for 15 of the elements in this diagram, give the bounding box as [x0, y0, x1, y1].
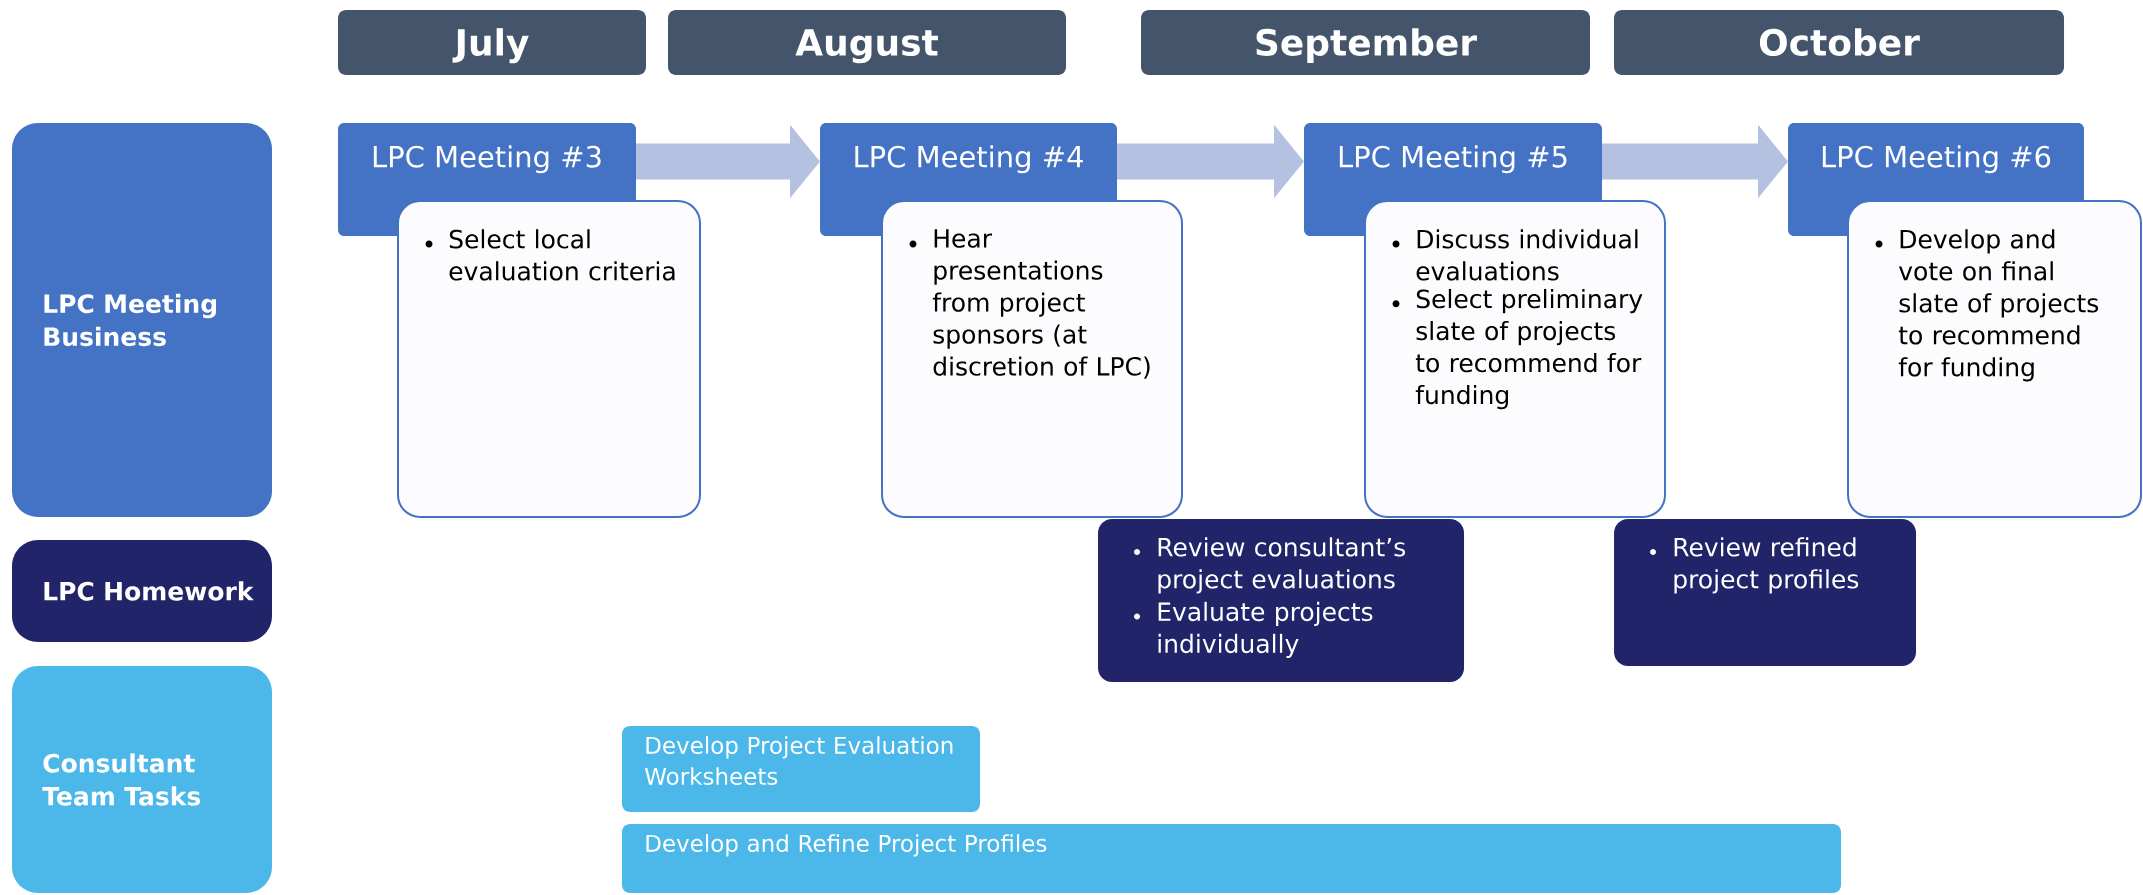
month-header: September: [1141, 10, 1590, 75]
month-header: July: [338, 10, 646, 75]
task-bar: Develop and Refine Project Profiles: [622, 824, 1841, 893]
month-header: October: [1614, 10, 2065, 75]
agenda-card: Discuss individual evaluations Select preliminary slate of projects to recommend for funding: [1364, 200, 1666, 518]
agenda-card: Select local evaluation criteria: [397, 200, 701, 518]
row-label: LPC Homework: [12, 540, 272, 642]
month-header: August: [668, 10, 1066, 75]
task-bar: Develop Project Evaluation Worksheets: [622, 726, 980, 812]
agenda-card: Develop and vote on final slate of projects to recommend for funding: [1847, 200, 2142, 518]
row-label: LPC Meeting Business: [12, 123, 272, 517]
homework-card: Review refined project profiles: [1614, 519, 1916, 666]
homework-card: Review consultant’s project evaluations Evaluate projects individually: [1098, 519, 1464, 682]
row-label: Consultant Team Tasks: [12, 666, 272, 893]
agenda-card: Hear presentations from project sponsors (at discretion of LPC): [881, 200, 1183, 518]
